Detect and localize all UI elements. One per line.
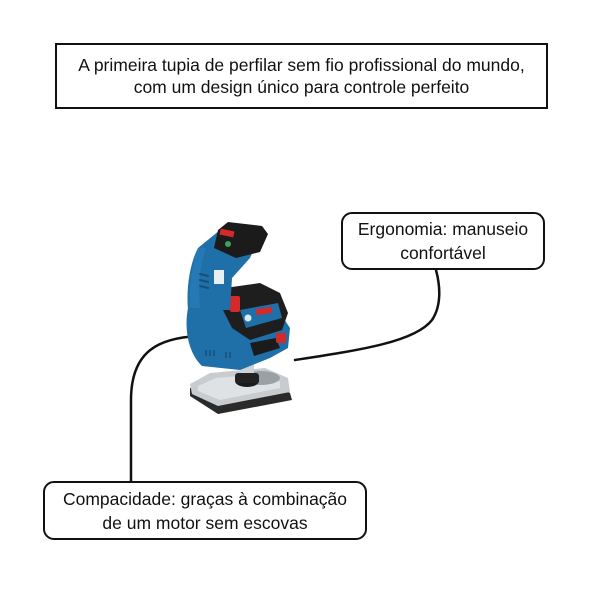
router-tool-image	[186, 222, 292, 414]
callout-compacidade-line-2: de um motor sem escovas	[102, 512, 308, 533]
headline-line-2: com um design único para controle perfei…	[133, 77, 470, 97]
callout-ergonomia-line-1: Ergonomia: manuseio	[357, 219, 529, 239]
headline-box: A primeira tupia de perfilar sem fio pro…	[55, 43, 548, 109]
router-red-switch	[230, 296, 240, 312]
connector-ergonomia	[293, 268, 441, 362]
callout-compacidade-line-1: Compacidade: graças à combinação	[62, 488, 348, 509]
callout-ergonomia: Ergonomia: manuseio confortável	[341, 212, 545, 270]
headline-line-1: A primeira tupia de perfilar sem fio pro…	[78, 55, 525, 75]
callout-ergonomia-line-2: confortável	[400, 243, 486, 263]
callout-compacidade: Compacidade: graças à combinação de um m…	[43, 481, 367, 540]
